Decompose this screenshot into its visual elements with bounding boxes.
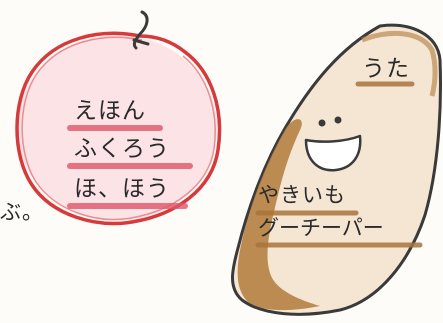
apple-outline [15, 31, 222, 226]
potato-word-uta: うた [362, 56, 410, 82]
apple-stem-tip [132, 38, 150, 46]
apple-outline-inner [21, 36, 216, 221]
apple-word-fukurou: ふくろう [74, 136, 170, 162]
smiling-mouth [304, 134, 362, 172]
apple-word-hohou: ほ、ほう [74, 176, 170, 202]
left-eye [318, 119, 326, 127]
right-eye [334, 116, 342, 124]
apple-word-ehon: えほん [74, 98, 146, 124]
potato-word-yakiimo: やきいも [258, 183, 346, 207]
apple-stem [132, 10, 149, 50]
partial-text: ぶ。 [0, 200, 44, 224]
sweet-potato-skin [237, 119, 320, 311]
potato-word-guuchiipaa: グーチーパー [258, 216, 384, 240]
sweet-potato-skin-top [361, 30, 438, 97]
